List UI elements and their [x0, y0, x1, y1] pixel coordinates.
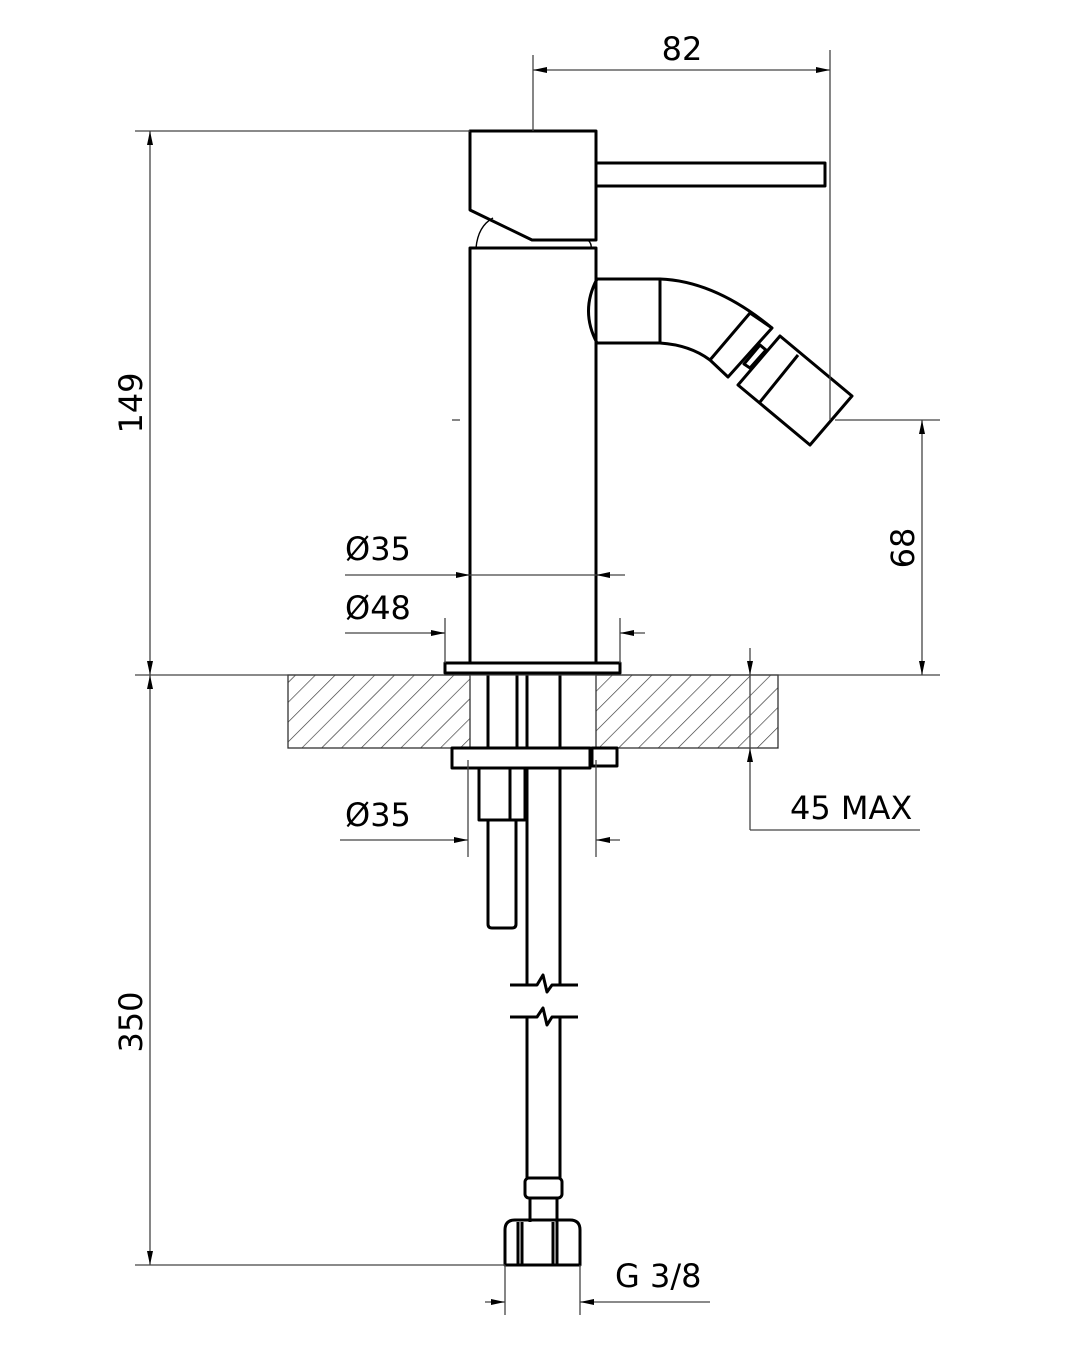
- waste-rod: [486, 820, 518, 930]
- dim-base-diameter: Ø48: [345, 589, 411, 627]
- dim-total-height: 149: [112, 372, 150, 433]
- dim-spout-height: 68: [884, 528, 922, 569]
- handle-body: [468, 129, 598, 242]
- fixing-plate: [450, 746, 592, 770]
- flexible-hose: [503, 768, 582, 1267]
- deck-section: [287, 674, 779, 749]
- dim-hole-diameter: Ø35: [345, 796, 411, 834]
- nut: [477, 766, 527, 822]
- dim-spout-reach: 82: [662, 30, 703, 68]
- connector-nut: [503, 1218, 582, 1267]
- body-tube: [468, 246, 598, 665]
- faucet-outline: [443, 129, 854, 1267]
- lever: [594, 161, 827, 188]
- dimension-lines: [135, 50, 940, 1315]
- dim-deck-thickness: 45 MAX: [790, 789, 912, 827]
- nozzle: [736, 334, 854, 447]
- dim-body-diameter: Ø35: [345, 530, 411, 568]
- dim-connection: G 3/8: [615, 1257, 701, 1295]
- dim-hose-length: 350: [112, 991, 150, 1052]
- base-flange: [443, 661, 622, 675]
